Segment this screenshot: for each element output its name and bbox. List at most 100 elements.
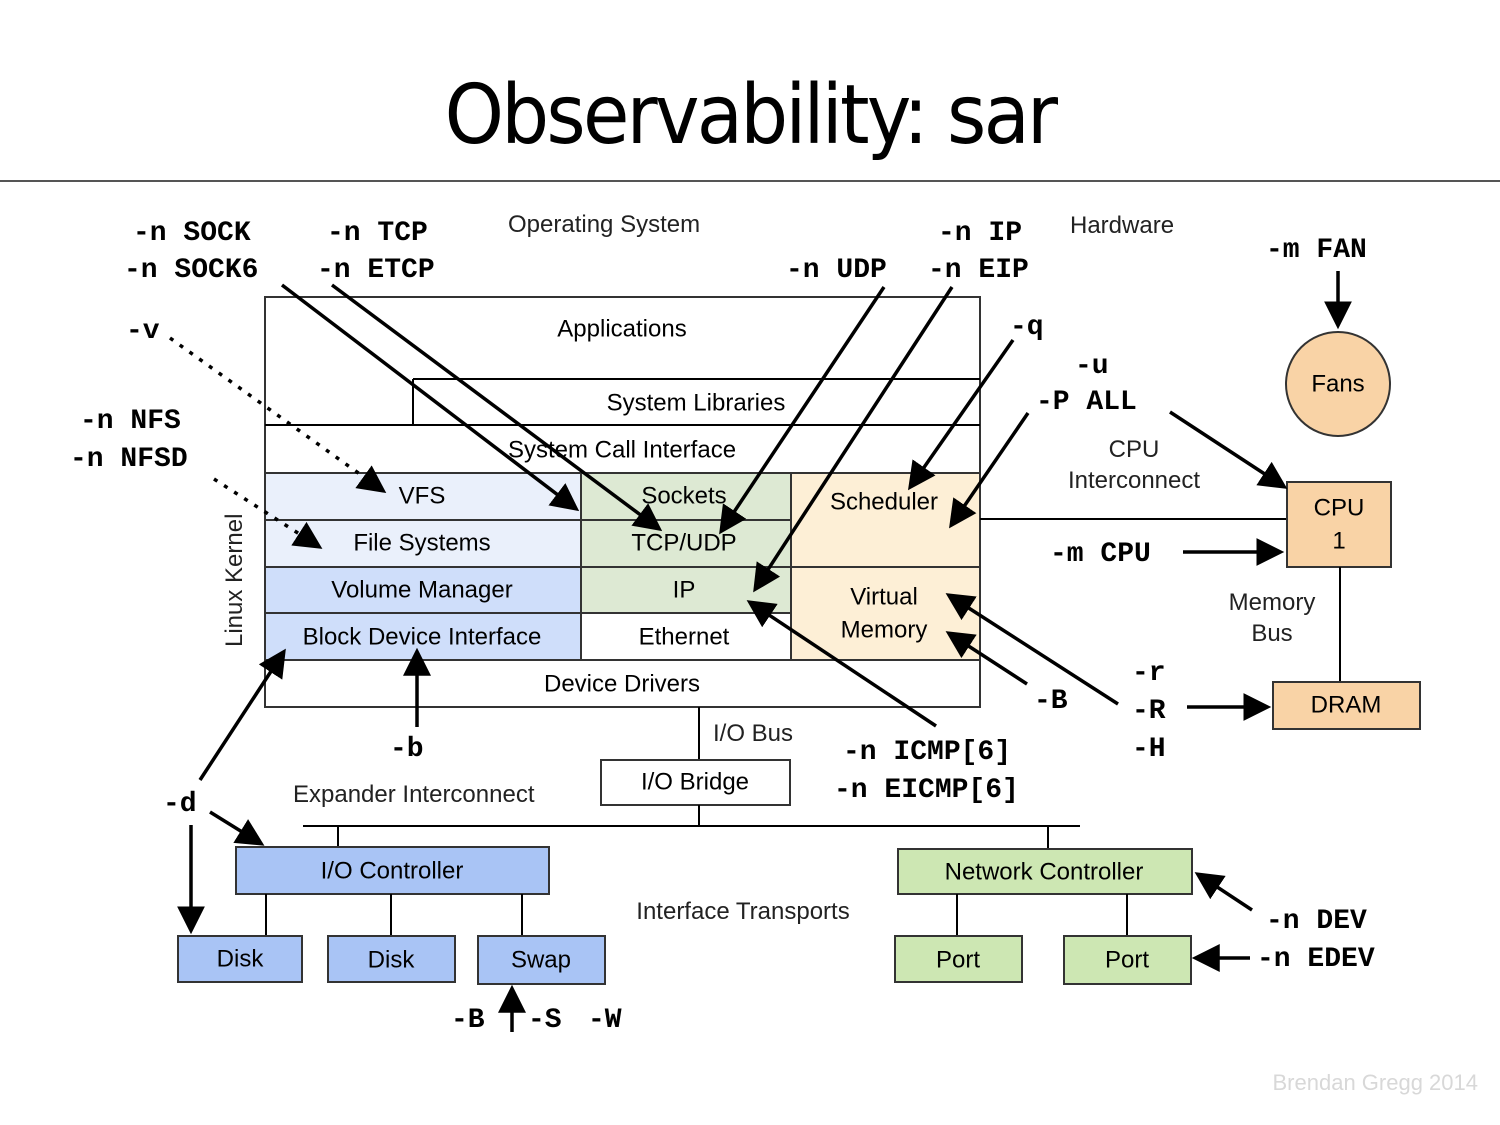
option-v: -v: [126, 316, 160, 347]
arrow-p-all-to-cpu: [1169, 410, 1288, 489]
device-drivers-label: Device Drivers: [544, 670, 700, 697]
arrow-nfs-to-file-systems: [213, 477, 323, 549]
ip-label: IP: [673, 576, 696, 603]
virtual-memory-label-line2: Memory: [841, 616, 928, 643]
port2-label: Port: [1105, 946, 1149, 973]
option-p-all: -P ALL: [1036, 387, 1137, 418]
memory-bus-label-line2: Bus: [1251, 620, 1292, 647]
arrow-u-to-scheduler: [949, 412, 1030, 529]
port2-box: [1063, 935, 1192, 985]
disk1-box: [177, 935, 303, 983]
io-bridge-label: I/O Bridge: [641, 768, 749, 795]
title-divider: [0, 180, 1500, 182]
arrow-tcp-to-tcpudp: [330, 283, 663, 532]
option-n-udp: -n UDP: [786, 255, 887, 286]
cpu-interconnect-label-line1: CPU: [1109, 436, 1160, 463]
hardware-region-label: Hardware: [1070, 212, 1174, 239]
option-n-nfs: -n NFS: [80, 406, 181, 437]
option-n-tcp: -n TCP: [327, 218, 428, 249]
sar-options: -n SOCK -n SOCK6 -n TCP -n ETCP -n IP -n…: [70, 218, 1375, 1036]
option-n-etcp: -n ETCP: [317, 255, 435, 286]
option-swap-B: -B: [451, 1005, 485, 1036]
tcp-udp-box: [580, 519, 792, 568]
network-controller-box: [897, 848, 1193, 895]
disk1-label: Disk: [217, 945, 265, 972]
option-b: -b: [390, 734, 424, 765]
option-r: -r: [1132, 658, 1166, 689]
network-controller-label: Network Controller: [945, 858, 1144, 885]
arrow-sock-to-sockets: [280, 283, 580, 512]
option-n-nfsd: -n NFSD: [70, 444, 188, 475]
virtual-memory-label-line1: Virtual: [850, 583, 918, 610]
virtual-memory-box: [790, 566, 981, 661]
tcp-udp-label: TCP/UDP: [631, 529, 736, 556]
option-arrows: [168, 271, 1352, 1032]
linux-kernel-label: Linux Kernel: [221, 514, 248, 647]
option-n-dev: -n DEV: [1266, 906, 1367, 937]
memory-bus-label-line1: Memory: [1229, 589, 1316, 616]
author-credit: Brendan Gregg 2014: [1273, 1070, 1479, 1095]
fans-circle: [1285, 331, 1391, 437]
disk2-box: [327, 935, 456, 983]
arrow-v-to-vfs: [168, 336, 387, 494]
io-bus-label: I/O Bus: [713, 720, 793, 747]
system-call-interface-layer: System Call Interface: [508, 436, 736, 463]
arrow-icmp-to-ip: [746, 600, 937, 728]
option-n-ip: -n IP: [938, 218, 1022, 249]
sockets-label: Sockets: [641, 482, 726, 509]
option-d: -d: [163, 789, 197, 820]
disk2-label: Disk: [368, 946, 416, 973]
port1-label: Port: [936, 946, 980, 973]
volume-manager-label: Volume Manager: [331, 576, 512, 603]
scheduler-box: [790, 472, 981, 568]
cpu-label-line1: CPU: [1314, 494, 1365, 521]
option-B-vm: -B: [1034, 686, 1068, 717]
slide-title: Observability: sar: [444, 68, 1058, 163]
io-controller-label: I/O Controller: [321, 857, 464, 884]
interface-transports-label: Interface Transports: [636, 898, 849, 925]
arrow-udp-to-tcpudp: [719, 286, 886, 535]
arrow-b-to-virtual-memory: [945, 631, 1028, 686]
option-swap-W: -W: [588, 1005, 622, 1036]
applications-layer: Applications: [557, 315, 686, 342]
scheduler-label: Scheduler: [830, 488, 938, 515]
os-region-label: Operating System: [508, 211, 700, 238]
option-n-sock: -n SOCK: [133, 218, 251, 249]
option-m-cpu: -m CPU: [1050, 539, 1151, 570]
option-H: -H: [1132, 734, 1166, 765]
option-n-sock6: -n SOCK6: [124, 255, 258, 286]
arrow-d-to-block-device: [198, 648, 286, 781]
option-n-eip: -n EIP: [928, 255, 1029, 286]
option-m-fan: -m FAN: [1266, 235, 1367, 266]
option-n-edev: -n EDEV: [1257, 944, 1375, 975]
io-bridge-box: [600, 759, 791, 806]
arrow-d-to-io-controller: [209, 810, 265, 846]
port1-box: [894, 935, 1023, 983]
file-systems-label: File Systems: [353, 529, 490, 556]
dram-label: DRAM: [1311, 691, 1382, 718]
option-n-eicmp: -n EICMP[6]: [834, 775, 1019, 806]
os-stack: Applications System Libraries System Cal…: [264, 296, 981, 708]
arrow-ip-to-ip: [753, 286, 954, 593]
ethernet-label: Ethernet: [639, 623, 730, 650]
dram-box: [1272, 681, 1421, 730]
fans-label: Fans: [1311, 370, 1364, 397]
device-drivers-box: [264, 659, 981, 708]
swap-label: Swap: [511, 946, 571, 973]
option-R: -R: [1132, 696, 1166, 727]
option-swap-S: -S: [528, 1005, 562, 1036]
option-n-icmp: -n ICMP[6]: [843, 737, 1011, 768]
vfs-label: VFS: [399, 482, 446, 509]
cpu-interconnect-label-line2: Interconnect: [1068, 467, 1200, 494]
swap-box: [477, 935, 606, 985]
system-libraries-layer: System Libraries: [607, 389, 786, 416]
hardware-components: CPU Interconnect Fans CPU 1 Memory Bus D…: [177, 331, 1421, 985]
option-u: -u: [1075, 351, 1109, 382]
block-device-interface-label: Block Device Interface: [303, 623, 542, 650]
cpu-label-line2: 1: [1332, 527, 1345, 554]
expander-interconnect-label: Expander Interconnect: [293, 781, 535, 808]
option-q: -q: [1010, 312, 1044, 343]
arrow-q-to-scheduler: [907, 338, 1015, 491]
io-controller-box: [235, 846, 550, 895]
